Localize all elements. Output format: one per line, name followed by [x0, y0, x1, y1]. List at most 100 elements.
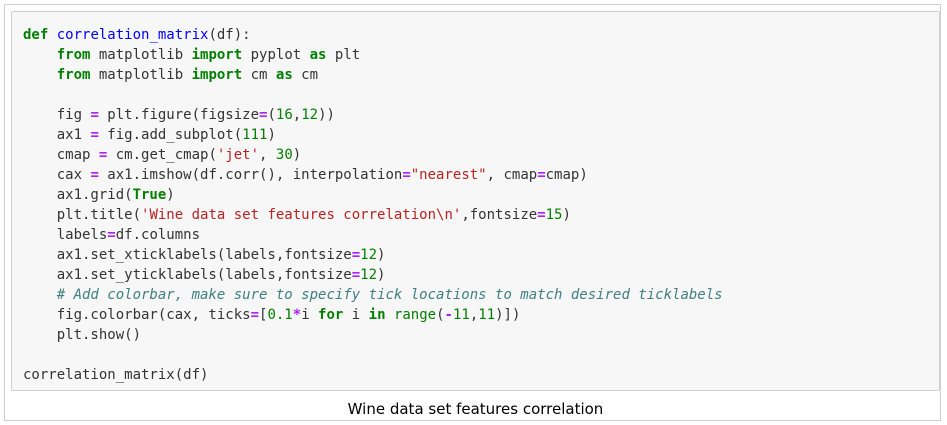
code-token: ,: [292, 107, 302, 123]
code-token: df.columns: [115, 227, 201, 243]
code-token: 12: [301, 107, 319, 123]
code-line: plt.title('Wine data set features correl…: [23, 205, 723, 225]
code-line: ax1 = fig.add_subplot(111): [23, 125, 723, 145]
code-token: ): [377, 247, 386, 263]
code-token: plt.figure(figsize: [98, 107, 260, 123]
code-token: correlation_matrix(df): [23, 367, 209, 383]
code-line: ​: [23, 85, 723, 105]
code-token: ): [292, 147, 302, 163]
code-token: in: [368, 307, 386, 323]
code-token: [: [259, 307, 268, 323]
code-line: correlation_matrix(df): [23, 365, 723, 385]
code-token: 12: [360, 247, 378, 263]
code-token: pyplot: [242, 47, 310, 63]
code-token: [386, 307, 394, 323]
code-token: # Add colorbar, make sure to specify tic…: [56, 287, 723, 303]
code-token: =: [250, 307, 260, 323]
code-token: plt.show(): [23, 327, 142, 343]
code-line: cmap = cm.get_cmap('jet', 30): [23, 145, 723, 165]
code-token: )]): [495, 307, 521, 323]
code-token: ,: [469, 307, 479, 323]
code-token: ): [166, 187, 175, 203]
code-token: 15: [545, 207, 563, 223]
code-token: matplotlib: [90, 47, 192, 63]
code-token: ,: [259, 147, 276, 163]
output-area: Wine data set features correlation: [11, 393, 940, 423]
code-token: True: [132, 187, 167, 203]
code-token: ): [377, 267, 386, 283]
code-line: cax = ax1.imshow(df.corr(), interpolatio…: [23, 165, 723, 185]
code-token: matplotlib: [90, 67, 192, 83]
code-token: cm: [292, 67, 319, 83]
code-token: correlation_matrix: [56, 27, 209, 43]
code-token: plt.title(: [23, 207, 142, 223]
code-token: fig: [23, 107, 91, 123]
code-line: fig = plt.figure(figsize=(16,12)): [23, 105, 723, 125]
code-token: from: [56, 67, 91, 83]
code-token: cmap): [545, 167, 588, 183]
code-token: =: [259, 107, 268, 123]
code-token: =: [90, 107, 99, 123]
code-cell-editor[interactable]: def correlation_matrix(df): from matplot…: [11, 11, 940, 391]
code-token: , cmap: [486, 167, 538, 183]
code-token: ax1.grid(: [23, 187, 133, 203]
code-token: i: [343, 307, 369, 323]
code-token: labels: [23, 227, 108, 243]
code-line: from matplotlib import pyplot as plt: [23, 45, 723, 65]
code-token: =: [402, 167, 411, 183]
code-line: fig.colorbar(cax, ticks=[0.1*i for i in …: [23, 305, 723, 325]
code-token: =: [351, 267, 361, 283]
code-token: ): [562, 207, 571, 223]
code-token: cm.get_cmap(: [107, 147, 217, 163]
code-token: ax1.set_xticklabels(labels,fontsize: [23, 247, 352, 263]
code-text[interactable]: def correlation_matrix(df): from matplot…: [23, 25, 723, 385]
code-token: ax1.set_yticklabels(labels,fontsize: [23, 267, 352, 283]
code-token: 11: [478, 307, 496, 323]
code-token: =: [98, 147, 108, 163]
code-line: from matplotlib import cm as cm: [23, 65, 723, 85]
code-token: =: [537, 207, 546, 223]
code-line: ax1.set_yticklabels(labels,fontsize=12): [23, 265, 723, 285]
code-token: 'jet': [216, 147, 260, 163]
code-token: import: [191, 47, 243, 63]
code-token: 11: [452, 307, 470, 323]
code-token: 'Wine data set features correlation\n': [141, 207, 462, 223]
code-token: from: [56, 47, 91, 63]
code-token: ,fontsize: [461, 207, 538, 223]
code-line: ax1.grid(True): [23, 185, 723, 205]
code-token: (df):: [208, 27, 251, 43]
code-token: *: [292, 307, 302, 323]
code-line: ​: [23, 345, 723, 365]
code-token: 111: [242, 127, 268, 143]
code-token: 16: [275, 107, 293, 123]
code-token: [23, 67, 57, 83]
code-token: 30: [275, 147, 293, 163]
code-token: import: [191, 67, 243, 83]
code-token: cmap: [23, 147, 99, 163]
code-line: labels=df.columns: [23, 225, 723, 245]
code-token: for: [318, 307, 344, 323]
code-token: fig.colorbar(cax, ticks: [23, 307, 251, 323]
code-token: ): [267, 127, 276, 143]
code-token: -: [444, 307, 453, 323]
code-token: "nearest": [410, 167, 487, 183]
code-token: [48, 27, 56, 43]
code-token: (: [267, 107, 276, 123]
code-token: as: [309, 47, 327, 63]
code-token: i: [301, 307, 319, 323]
code-line: def correlation_matrix(df):: [23, 25, 723, 45]
code-line: plt.show(): [23, 325, 723, 345]
code-token: [23, 287, 57, 303]
code-token: as: [275, 67, 293, 83]
notebook-cell-frame: def correlation_matrix(df): from matplot…: [4, 4, 941, 421]
code-token: ax1: [23, 127, 91, 143]
code-token: plt: [326, 47, 361, 63]
code-token: 12: [360, 267, 378, 283]
code-token: fig.add_subplot(: [98, 127, 243, 143]
code-token: def: [23, 27, 49, 43]
code-token: =: [107, 227, 116, 243]
code-token: =: [90, 127, 99, 143]
code-token: cm: [242, 67, 276, 83]
code-token: range: [393, 307, 437, 323]
plot-title: Wine data set features correlation: [347, 400, 604, 418]
